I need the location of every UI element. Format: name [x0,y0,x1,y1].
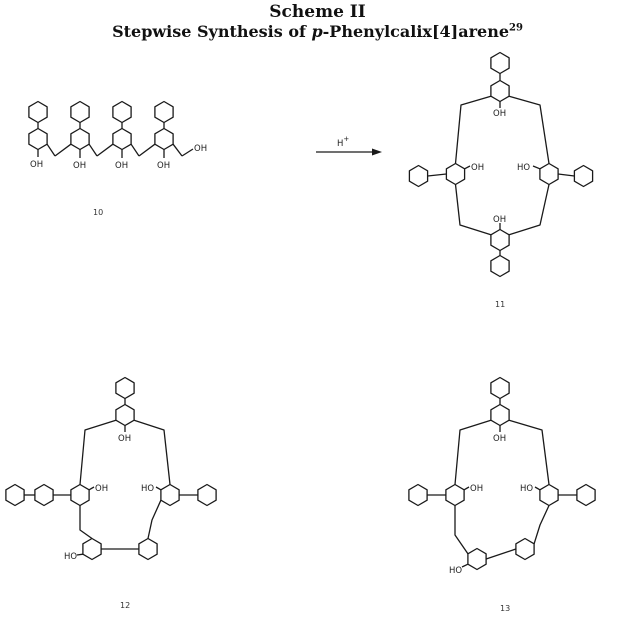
reagent-charge: + [343,135,349,143]
compound-10-unit-2 [54,100,98,158]
compound-11-ho-right: HO [517,163,530,173]
compound-13-ho-bottom: HO [449,566,462,576]
compound-10-structure: OH OH OH OH OH 10 [28,100,207,217]
compound-12-oh-top: OH [118,434,131,444]
compound-13-label: 13 [500,604,510,613]
compound-11-label: 11 [495,300,505,309]
compound-11-oh-top: OH [493,109,506,119]
compound-10-oh-2: OH [73,161,86,171]
compound-10-oh-1: OH [30,160,43,170]
compound-10-oh-5: OH [194,144,207,154]
subtitle-italic: p [311,22,323,41]
compound-11-structure: OH OH HO OH 11 [408,51,594,309]
compound-10-oh-3: OH [115,161,128,171]
subtitle-rest: -Phenylcalix[4]arene [322,22,510,41]
compound-10-unit-3 [96,100,140,158]
subtitle-prefix: Stepwise Synthesis of [112,22,312,41]
compound-12-oh-left: OH [95,484,108,494]
scheme-subtitle: Stepwise Synthesis of p-Phenylcalix[4]ar… [0,22,635,41]
scheme-title: Scheme II [269,2,366,22]
compound-12-ho-right: HO [141,484,154,494]
compound-13-oh-left: OH [470,484,483,494]
compound-13-ho-right: HO [520,484,533,494]
compound-13-oh-top: OH [493,434,506,444]
reagent-label: H+ [337,135,349,149]
compound-12-structure: OH OH HO HO 12 [5,376,217,610]
compound-10-oh-4: OH [157,161,170,171]
reaction-arrow: H+ [316,135,382,156]
compound-11-oh-bottom: OH [493,215,506,225]
reagent-h: H [337,139,343,149]
subtitle-reference: 29 [509,22,523,34]
compound-13-structure: OH OH HO HO 13 [408,376,596,613]
compound-12-ho-bottom: HO [64,552,77,562]
compound-10-unit-1 [28,100,56,157]
compound-10-unit-4 [138,100,194,158]
compound-10-label: 10 [93,208,103,217]
compound-11-oh-left: OH [471,163,484,173]
compound-12-label: 12 [120,601,130,610]
